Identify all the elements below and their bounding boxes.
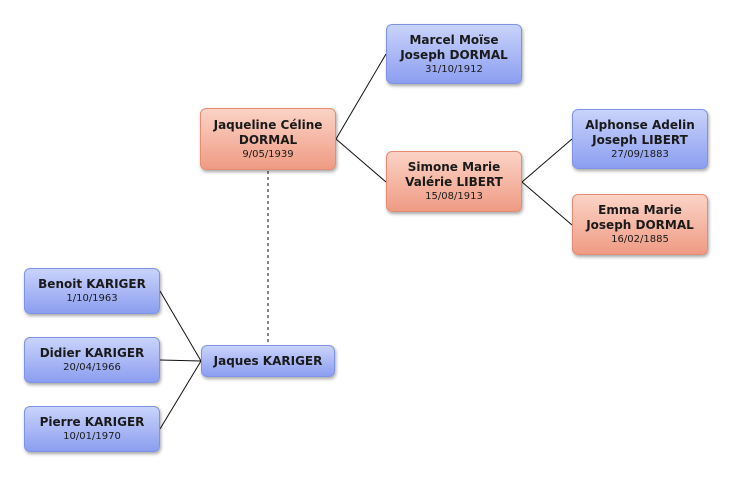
link-jaqueline-simone <box>335 138 387 183</box>
person-simone[interactable]: Simone Marie Valérie LIBERT 15/08/1913 <box>386 151 522 212</box>
person-date: 1/10/1963 <box>66 293 118 304</box>
person-date: 31/10/1912 <box>425 63 483 75</box>
person-name: Pierre KARIGER <box>39 415 145 429</box>
person-date: 15/08/1913 <box>425 191 483 202</box>
person-marcel[interactable]: Marcel Moïse Joseph DORMAL 31/10/1912 <box>386 24 522 84</box>
link-jaqueline-marcel <box>335 53 387 140</box>
person-name-line2: DORMAL <box>238 132 298 147</box>
link-jaques-didier <box>159 359 202 362</box>
person-didier[interactable]: Didier KARIGER 20/04/1966 <box>24 337 160 383</box>
person-date: 10/01/1970 <box>63 431 121 442</box>
person-name-line1: Marcel Moïse <box>409 32 499 47</box>
person-date: 27/09/1883 <box>611 148 669 160</box>
person-name: Didier KARIGER <box>39 346 145 360</box>
person-name-line2: Joseph LIBERT <box>592 132 688 147</box>
person-date: 20/04/1966 <box>63 362 121 373</box>
person-name: Jaques KARIGER <box>213 353 323 368</box>
person-name-line2: Joseph DORMAL <box>400 47 508 62</box>
link-simone-emma <box>521 181 573 226</box>
person-name-line2: Valérie LIBERT <box>405 175 503 189</box>
person-name-line1: Alphonse Adelin <box>585 117 695 132</box>
person-jaques[interactable]: Jaques KARIGER <box>201 345 335 377</box>
link-jaques-pierre <box>159 360 202 430</box>
person-pierre[interactable]: Pierre KARIGER 10/01/1970 <box>24 406 160 452</box>
person-name-line2: Joseph DORMAL <box>586 218 694 232</box>
person-jaqueline[interactable]: Jaqueline Céline DORMAL 9/05/1939 <box>200 108 336 170</box>
person-date: 9/05/1939 <box>242 148 294 160</box>
person-alphonse[interactable]: Alphonse Adelin Joseph LIBERT 27/09/1883 <box>572 109 708 169</box>
link-jaques-benoit <box>159 290 202 362</box>
person-name-line1: Jaqueline Céline <box>213 117 323 132</box>
link-simone-alphonse <box>521 138 573 183</box>
person-name-line1: Simone Marie <box>407 160 501 174</box>
person-emma[interactable]: Emma Marie Joseph DORMAL 16/02/1885 <box>572 194 708 255</box>
person-name-line1: Emma Marie <box>598 203 682 217</box>
person-benoit[interactable]: Benoit KARIGER 1/10/1963 <box>24 268 160 314</box>
person-name: Benoit KARIGER <box>38 277 146 291</box>
person-date: 16/02/1885 <box>611 234 669 245</box>
